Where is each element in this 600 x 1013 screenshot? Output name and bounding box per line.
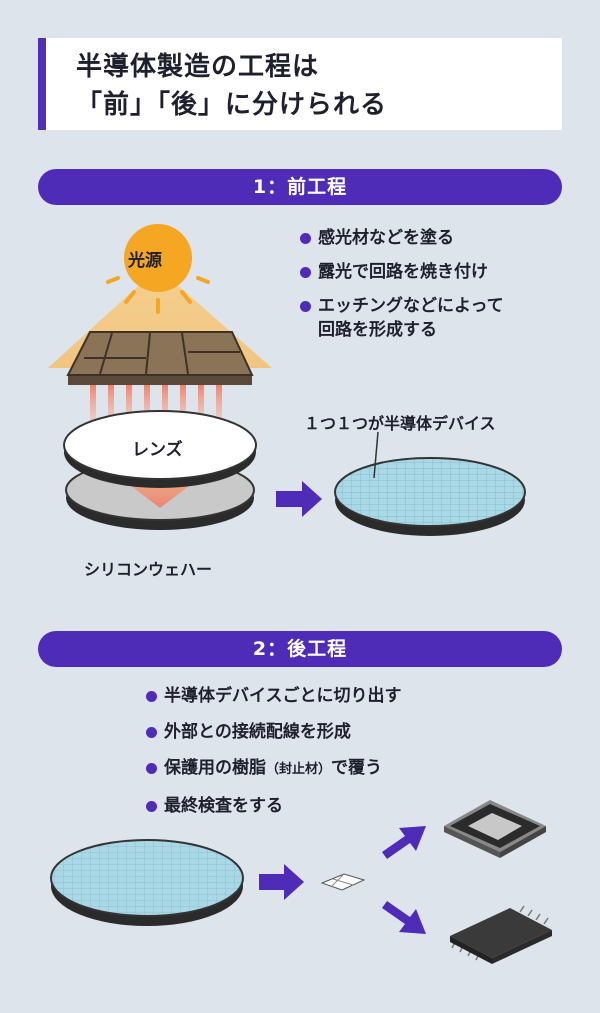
device-label: １つ１つが半導体デバイス — [304, 414, 496, 433]
arrow-up-right-icon — [382, 826, 426, 859]
lens-label: レンズ — [132, 440, 183, 460]
title-line-1: 半導体製造の工程は — [76, 52, 320, 82]
step2-bullet-1: 半導体デバイスごとに切り出す — [146, 684, 402, 708]
sop-chip-icon — [450, 905, 552, 964]
arrow-right-icon — [259, 864, 304, 900]
qfp-chip-icon — [444, 800, 546, 858]
bullet-dot-icon — [146, 801, 157, 812]
step1-bullet-2: 露光で回路を焼き付け — [300, 260, 504, 284]
bullet-dot-icon — [146, 691, 157, 702]
step2-wafer-icon — [50, 839, 244, 926]
step2-bullets: 半導体デバイスごとに切り出す 外部との接続配線を形成 保護用の樹脂（封止材）で覆… — [146, 684, 402, 830]
step1-heading: 1：前工程 — [38, 169, 562, 205]
bullet-dot-icon — [300, 233, 311, 244]
title-box: 半導体製造の工程は 「前」「後」に分けられる — [38, 38, 562, 130]
bullet-dot-icon — [146, 727, 157, 738]
light-beams — [90, 385, 222, 430]
patterned-wafer-icon — [334, 457, 526, 536]
bullet-dot-icon — [300, 301, 311, 312]
lens-icon — [63, 410, 257, 488]
step2-bullet-3: 保護用の樹脂（封止材）で覆う — [146, 756, 402, 782]
step1-bullet-3-cont: 回路を形成する — [318, 320, 437, 340]
step1-bullets: 感光材などを塗る 露光で回路を焼き付け エッチングなどによって 回路を形成する — [300, 226, 504, 352]
bullet-dot-icon — [146, 763, 157, 774]
photomask-icon — [66, 331, 254, 385]
sun-icon — [124, 224, 192, 292]
step2-bullet-4: 最終検査をする — [146, 794, 402, 818]
step1-bullet-3: エッチングなどによって — [300, 294, 504, 318]
device-pointer-line — [373, 431, 379, 479]
arrow-right-icon — [276, 481, 322, 517]
step2-heading: 2：後工程 — [38, 631, 562, 667]
sun-rays-icon — [106, 276, 210, 314]
step2-bullet-2: 外部との接続配線を形成 — [146, 720, 402, 744]
light-source-label: 光源 — [128, 251, 162, 271]
bullet-dot-icon — [300, 267, 311, 278]
title-line-2: 「前」「後」に分けられる — [76, 90, 388, 120]
step1-bullet-1: 感光材などを塗る — [300, 226, 504, 250]
arrow-down-right-icon — [382, 901, 426, 934]
die-icon — [320, 873, 366, 891]
silicon-wafer-label: シリコンウェハー — [84, 560, 213, 579]
